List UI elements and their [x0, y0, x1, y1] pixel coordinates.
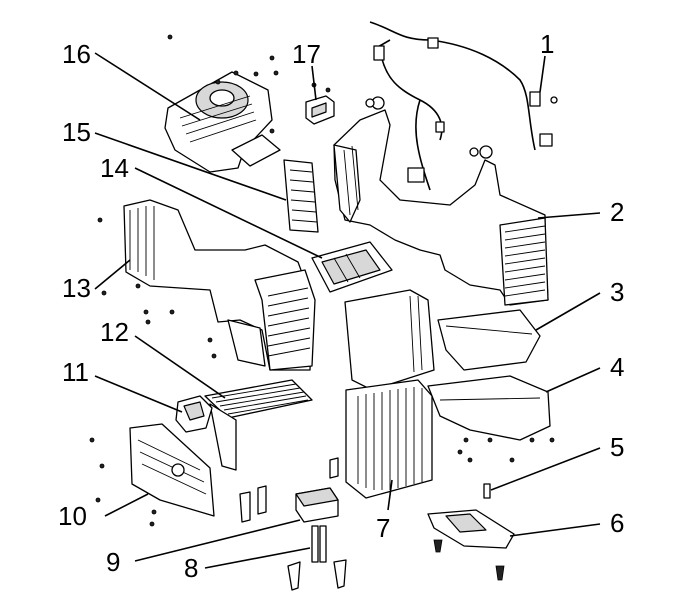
callout-17: 17 [292, 39, 321, 69]
callout-16: 16 [62, 39, 91, 69]
leader-4 [545, 367, 601, 393]
callout-1: 1 [540, 29, 554, 59]
part-3-tray [437, 309, 541, 371]
leader-15 [94, 132, 287, 201]
leader-7 [387, 479, 393, 511]
callout-14: 14 [100, 153, 129, 183]
callout-2: 2 [610, 197, 624, 227]
leader-9 [134, 519, 301, 562]
callout-labels: 1 2 3 4 5 6 7 8 9 10 11 12 13 14 15 16 1… [58, 29, 624, 583]
part-13-lower-case [123, 199, 316, 371]
callout-10: 10 [58, 501, 87, 531]
part-11-actuator [175, 395, 213, 433]
part-4-screws [457, 437, 555, 463]
callout-5: 5 [610, 432, 624, 462]
part-6-bracket [427, 509, 515, 581]
part-15-filter [283, 159, 319, 233]
part-9-module [295, 487, 339, 523]
callout-15: 15 [62, 117, 91, 147]
leader-6 [509, 523, 601, 537]
leader-13 [94, 259, 131, 290]
leader-5 [490, 447, 601, 491]
part-12-heater-core [204, 379, 313, 471]
part-8-fasteners [239, 485, 347, 591]
leader-lines [94, 52, 601, 569]
part-10-screws [89, 437, 157, 527]
leader-2 [537, 212, 601, 219]
callout-13: 13 [62, 273, 91, 303]
callout-3: 3 [610, 277, 624, 307]
callout-7: 7 [376, 513, 390, 543]
callout-9: 9 [106, 547, 120, 577]
leader-14 [134, 167, 323, 259]
leader-17 [311, 65, 317, 101]
callout-8: 8 [184, 553, 198, 583]
callout-4: 4 [610, 352, 624, 382]
part-14-door [311, 241, 393, 293]
part-1-wiring-harness [369, 21, 558, 191]
part-4-lower-case [427, 375, 551, 441]
leader-1 [539, 55, 546, 93]
part-10-side-cover [129, 423, 215, 517]
leader-12 [134, 335, 226, 399]
part-16-screws [167, 34, 279, 134]
part-16-blower-housing [164, 71, 281, 173]
center-panel [344, 289, 435, 391]
callout-11: 11 [62, 357, 89, 387]
leader-10 [104, 493, 149, 517]
part-5-clip [483, 483, 491, 499]
part-7-evaporator [329, 379, 433, 499]
callout-6: 6 [610, 508, 624, 538]
part-17-actuator [305, 82, 335, 125]
callout-12: 12 [100, 317, 129, 347]
leader-3 [535, 292, 601, 331]
part-13-screws [97, 217, 217, 359]
part-2-upper-case [333, 96, 549, 306]
leader-16 [94, 52, 201, 121]
leader-11 [94, 375, 183, 413]
leader-8 [204, 547, 311, 569]
